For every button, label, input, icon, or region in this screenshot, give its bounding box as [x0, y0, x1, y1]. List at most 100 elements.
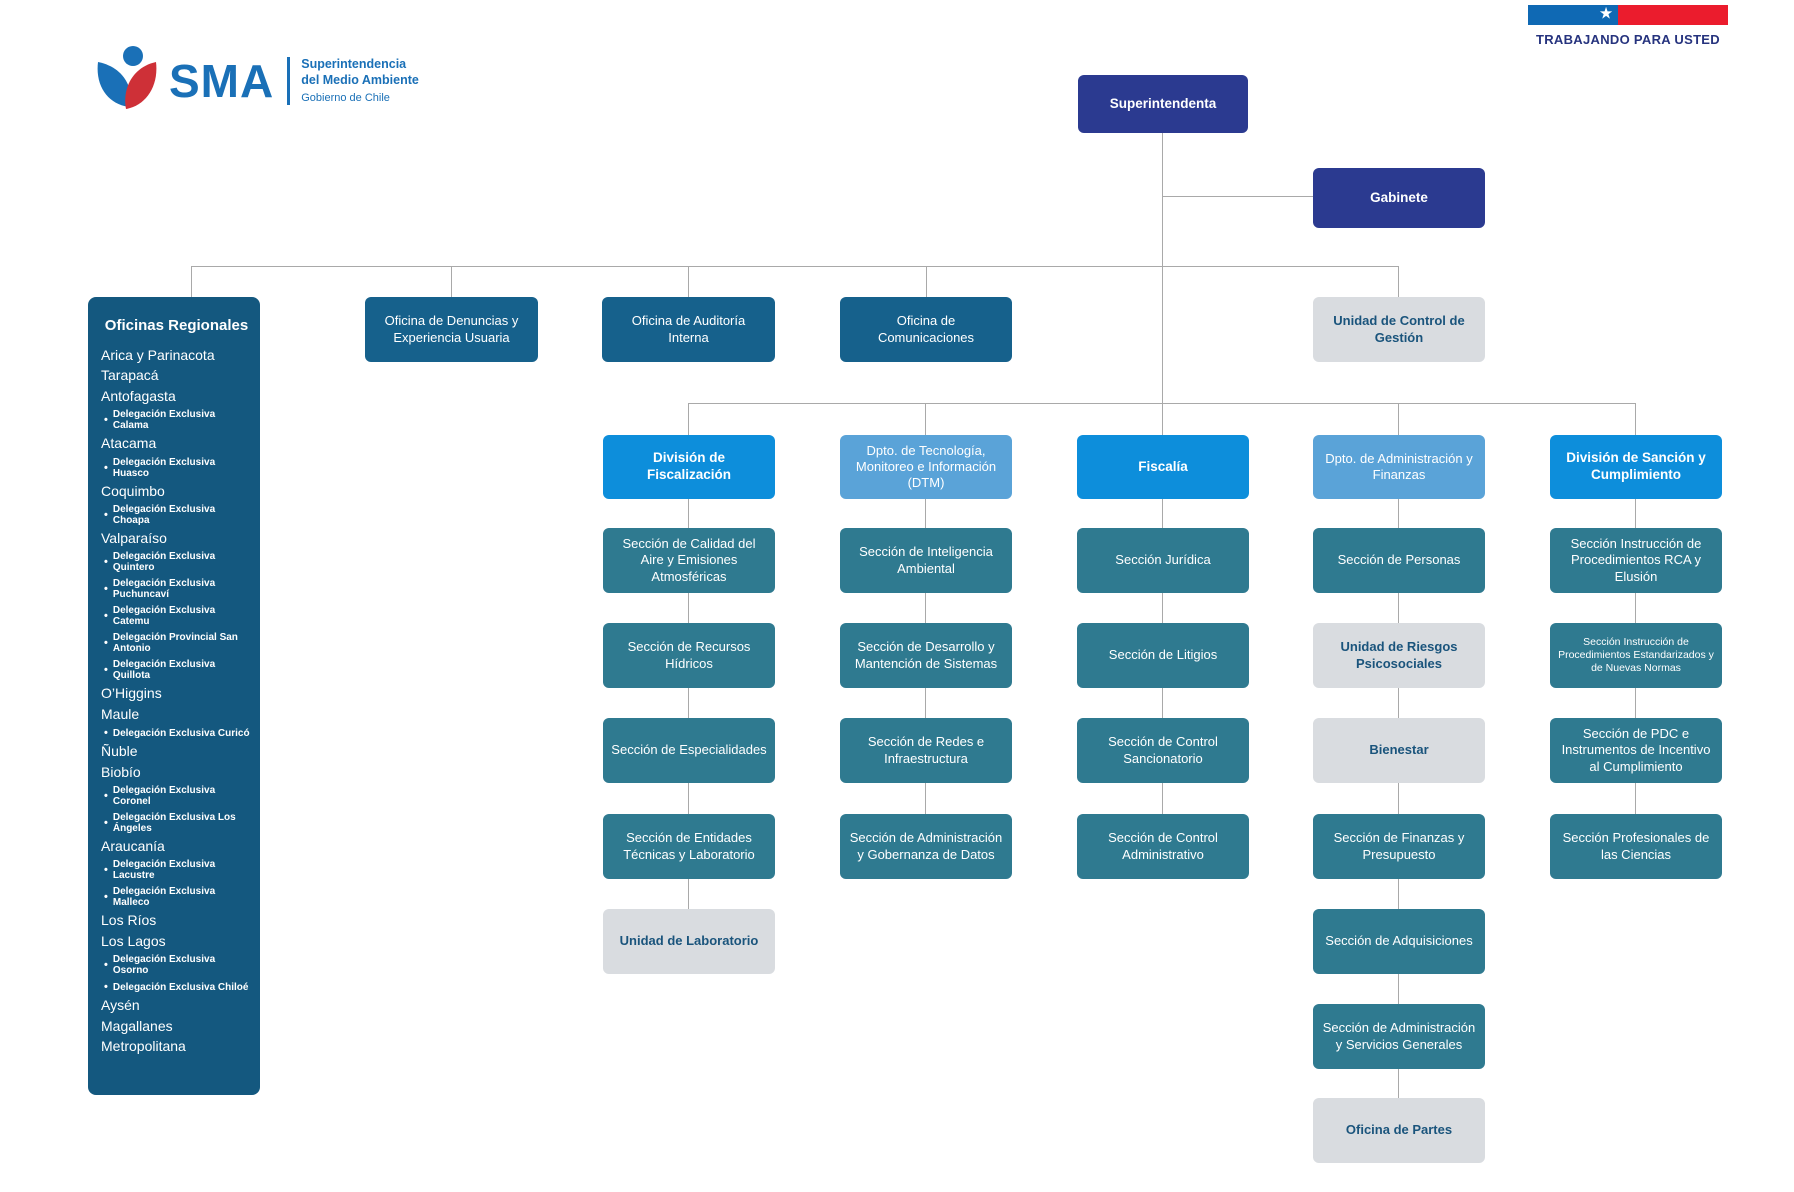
sidebar-item-label: Delegación Exclusiva Malleco [112, 886, 216, 909]
sidebar-item-label: Delegación Exclusiva Quintero [112, 551, 216, 574]
sidebar-item-label: Delegación Exclusiva Curicó [112, 727, 250, 739]
sidebar-item-label: Delegación Exclusiva Huasco [112, 456, 216, 479]
bullet-icon: • [104, 461, 108, 474]
node-oficina-partes: Oficina de Partes [1313, 1098, 1485, 1163]
node-seccion-admin-servicios-generales: Sección de Administración y Servicios Ge… [1313, 1004, 1485, 1069]
sidebar-item-label: Delegación Exclusiva Los Ángeles [112, 812, 236, 834]
sidebar-item-label: Delegación Exclusiva Catemu [112, 605, 216, 628]
connector-drop-col5 [1635, 403, 1636, 435]
bullet-icon: • [104, 414, 108, 427]
bullet-icon: • [104, 583, 108, 596]
sidebar-item-region: Ñuble [101, 743, 138, 760]
sidebar-item-region: Atacama [101, 435, 157, 452]
logo-tagline-line1: Superintendencia [301, 57, 407, 72]
node-bienestar: Bienestar [1313, 718, 1485, 783]
bullet-icon: • [104, 727, 108, 740]
sidebar-item-region: Tarapacá [101, 367, 159, 384]
flag-red-field [1618, 5, 1728, 25]
node-oficina-comunicaciones: Oficina de Comunicaciones [840, 297, 1012, 362]
bullet-icon: • [104, 981, 108, 994]
node-gabinete: Gabinete [1313, 168, 1485, 228]
sidebar-item-region: Metropolitana [101, 1038, 186, 1055]
chile-flag-icon: ★ [1528, 5, 1728, 25]
node-division-sancion-cumplimiento: División de Sanción y Cumplimiento [1550, 435, 1722, 499]
node-dpto-administracion-finanzas: Dpto. de Administración y Finanzas [1313, 435, 1485, 499]
node-dpto-tecnologia-dtm: Dpto. de Tecnología, Monitoreo e Informa… [840, 435, 1012, 499]
connector-bus-divisions [689, 403, 1636, 404]
node-seccion-personas: Sección de Personas [1313, 528, 1485, 593]
connector-gabinete [1162, 196, 1313, 197]
connector-bus-offices [191, 266, 1399, 267]
sidebar-item-label: Delegación Exclusiva Puchuncaví [112, 578, 216, 601]
node-seccion-gobernanza-datos: Sección de Administración y Gobernanza d… [840, 814, 1012, 879]
sidebar-item-label: Delegación Exclusiva Coronel [112, 785, 216, 807]
bullet-icon: • [104, 664, 108, 677]
sidebar-item-region: Aysén [101, 997, 140, 1014]
bullet-icon: • [104, 816, 108, 829]
node-seccion-instruccion-estandarizados: Sección Instrucción de Procedimientos Es… [1550, 623, 1722, 688]
sidebar-item-delegation: •Delegación Exclusiva Choapa [101, 504, 252, 526]
node-unidad-control-gestion: Unidad de Control de Gestión [1313, 297, 1485, 362]
node-unidad-riesgos-psicosociales: Unidad de Riesgos Psicosociales [1313, 623, 1485, 688]
sidebar-item-region: Araucanía [101, 838, 165, 854]
sidebar-item-delegation: • Delegación Exclusiva Quillota [101, 659, 252, 681]
sidebar-item-delegation: •Delegación Exclusiva Lacustre [101, 859, 252, 881]
connector-drop-office3 [926, 266, 927, 297]
node-seccion-especialidades: Sección de Especialidades [603, 718, 775, 783]
sidebar-item-delegation: • Delegación Exclusiva Curicó [101, 727, 252, 739]
logo-tagline-line2: del Medio Ambiente [301, 73, 419, 88]
sidebar-item-delegation: • Delegación Exclusiva Chiloé [101, 981, 252, 993]
sma-logo-text: SMA [169, 54, 275, 107]
sidebar-item-region: Los Ríos [101, 912, 157, 929]
connector-drop-office2 [688, 266, 689, 297]
node-seccion-juridica: Sección Jurídica [1077, 528, 1249, 593]
sidebar-item-delegation: • Delegación Exclusiva Calama [101, 409, 252, 431]
node-seccion-profesionales-ciencias: Sección Profesionales de las Ciencias [1550, 814, 1722, 879]
bullet-icon: • [104, 610, 108, 623]
connector-drop-office1 [451, 266, 452, 297]
sidebar-item-label: Delegación Provincial San Antonio [112, 632, 238, 655]
sidebar-item-delegation: • Delegación Exclusiva Catemu [101, 605, 252, 627]
bullet-icon: • [104, 637, 108, 650]
sidebar-item-delegation: • Delegación Provincial San Antonio [101, 632, 252, 654]
logo-tagline: Superintendencia del Medio Ambiente Gobi… [301, 56, 419, 105]
flag-banner-label: TRABAJANDO PARA USTED [1536, 32, 1720, 47]
node-seccion-desarrollo-sistemas: Sección de Desarrollo y Mantención de Si… [840, 623, 1012, 688]
sidebar-item-delegation: • Delegación Exclusiva Los Ángeles [101, 812, 252, 834]
sidebar-item-region: O’Higgins [101, 685, 162, 702]
node-seccion-entidades-tecnicas: Sección de Entidades Técnicas y Laborato… [603, 814, 775, 879]
node-oficina-auditoria: Oficina de Auditoría Interna [602, 297, 775, 362]
node-seccion-pdc-incentivo: Sección de PDC e Instrumentos de Incenti… [1550, 718, 1722, 783]
node-seccion-recursos-hidricos: Sección de Recursos Hídricos [603, 623, 775, 688]
sidebar-item-delegation: • Delegación Exclusiva Puchuncaví [101, 578, 252, 600]
node-unidad-laboratorio: Unidad de Laboratorio [603, 909, 775, 974]
bullet-icon: • [104, 891, 108, 904]
connector-drop-sidebar [191, 266, 192, 297]
gobierno-flag-banner: ★ TRABAJANDO PARA USTED [1528, 5, 1728, 47]
connector-col1-spine [688, 499, 689, 909]
sidebar-item-label: Delegación Exclusiva Calama [112, 409, 216, 432]
connector-drop-control-unit [1398, 266, 1399, 297]
sidebar-item-delegation: • Delegación Exclusiva Malleco [101, 886, 252, 908]
sidebar-item-region: Arica y Parinacota [101, 347, 215, 363]
sma-logo: SMA Superintendencia del Medio Ambiente … [95, 45, 419, 116]
connector-spine [1162, 133, 1163, 435]
connector-drop-col4 [1398, 403, 1399, 435]
connector-drop-col2 [925, 403, 926, 435]
bullet-icon: • [104, 556, 108, 569]
node-seccion-litigios: Sección de Litigios [1077, 623, 1249, 688]
node-oficina-denuncias: Oficina de Denuncias y Experiencia Usuar… [365, 297, 538, 362]
node-seccion-redes-infraestructura: Sección de Redes e Infraestructura [840, 718, 1012, 783]
sidebar-item-label: Delegación Exclusiva Quillota [112, 659, 216, 682]
connector-drop-col1 [688, 403, 689, 435]
sidebar-item-delegation: •Delegación Exclusiva Osorno [101, 954, 252, 976]
bullet-icon: • [104, 508, 108, 521]
logo-tagline-line3: Gobierno de Chile [301, 91, 390, 104]
sidebar-item-region: Los Lagos [101, 932, 166, 949]
node-fiscalia: Fiscalía [1077, 435, 1249, 499]
sidebar-item-label: Delegación Exclusiva Chiloé [112, 981, 249, 993]
sidebar-item-label: Delegación Exclusiva Lacustre [112, 859, 216, 882]
sidebar-item-region: Magallanes [101, 1017, 173, 1034]
logo-divider [287, 56, 291, 105]
